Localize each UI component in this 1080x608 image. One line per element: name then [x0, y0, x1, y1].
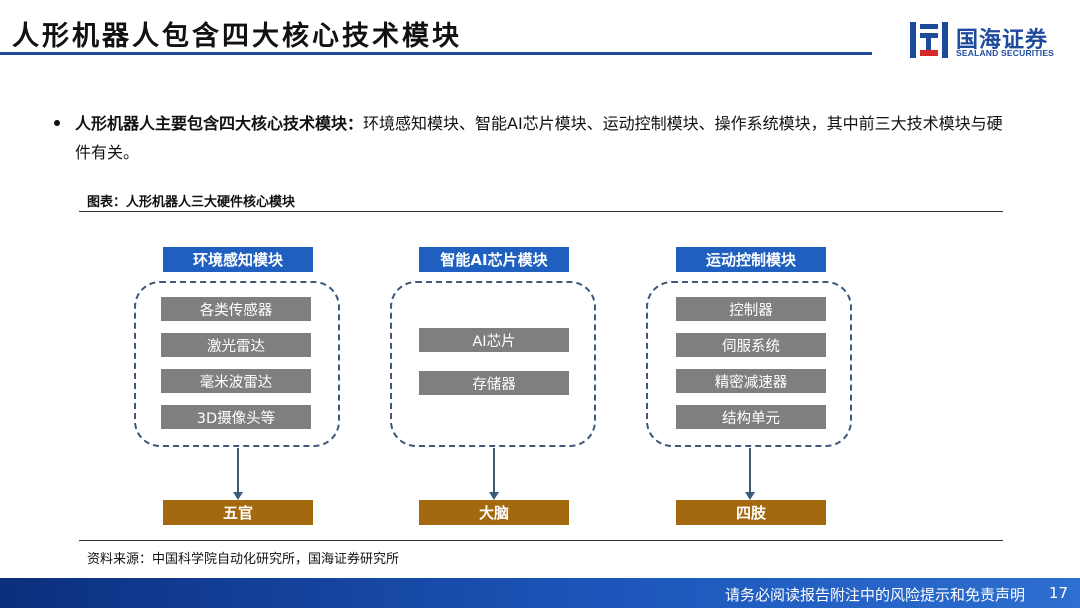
module-item: 各类传感器	[161, 297, 311, 321]
module-item: 结构单元	[676, 405, 826, 429]
bullet-dot	[54, 120, 60, 126]
company-logo: 国海证券 SEALAND SECURITIES	[908, 20, 1068, 60]
bullet-body: 环境感知模块、智能AI芯片模块、运动控制模块、操作系统模块，其中前三大技术模块与…	[75, 114, 1003, 162]
outcome-label-limbs: 四肢	[676, 500, 826, 525]
sealand-logo-icon	[910, 22, 948, 58]
footer-disclaimer: 请务必阅读报告附注中的风险提示和免责声明	[724, 586, 1025, 604]
module-box-motion-control	[646, 281, 852, 447]
module-item: AI芯片	[419, 328, 569, 352]
module-title-ai-chip: 智能AI芯片模块	[419, 247, 569, 272]
module-box-ai-chip	[390, 281, 596, 447]
module-item: 伺服系统	[676, 333, 826, 357]
module-title-motion-control: 运动控制模块	[676, 247, 826, 272]
page-title: 人形机器人包含四大核心技术模块	[12, 21, 462, 52]
logo-english-text: SEALAND SECURITIES	[956, 48, 1055, 58]
module-item: 控制器	[676, 297, 826, 321]
arrow-line	[749, 448, 751, 494]
module-item: 精密减速器	[676, 369, 826, 393]
module-box-perception	[134, 281, 340, 447]
bullet-bold-lead: 人形机器人主要包含四大核心技术模块：	[75, 114, 364, 133]
bullet-paragraph: 人形机器人主要包含四大核心技术模块：环境感知模块、智能AI芯片模块、运动控制模块…	[75, 109, 1015, 167]
page-number: 17	[1048, 584, 1068, 602]
arrow-down-icon	[233, 492, 243, 500]
arrow-down-icon	[745, 492, 755, 500]
figure-source: 资料来源：中国科学院自动化研究所，国海证券研究所	[87, 552, 400, 567]
arrow-line	[237, 448, 239, 494]
logo-chinese-text: 国海证券	[956, 28, 1049, 53]
module-item: 毫米波雷达	[161, 369, 311, 393]
figure-bottom-rule	[79, 540, 1003, 541]
module-item: 3D摄像头等	[161, 405, 311, 429]
module-item: 存储器	[419, 371, 569, 395]
module-item: 激光雷达	[161, 333, 311, 357]
arrow-down-icon	[489, 492, 499, 500]
arrow-line	[493, 448, 495, 494]
title-underline	[0, 52, 872, 55]
footer-bar: 请务必阅读报告附注中的风险提示和免责声明 17	[0, 578, 1080, 608]
outcome-label-brain: 大脑	[419, 500, 569, 525]
figure-caption: 图表：人形机器人三大硬件核心模块	[87, 195, 296, 210]
outcome-label-senses: 五官	[163, 500, 313, 525]
figure-top-rule	[79, 211, 1003, 212]
module-title-perception: 环境感知模块	[163, 247, 313, 272]
